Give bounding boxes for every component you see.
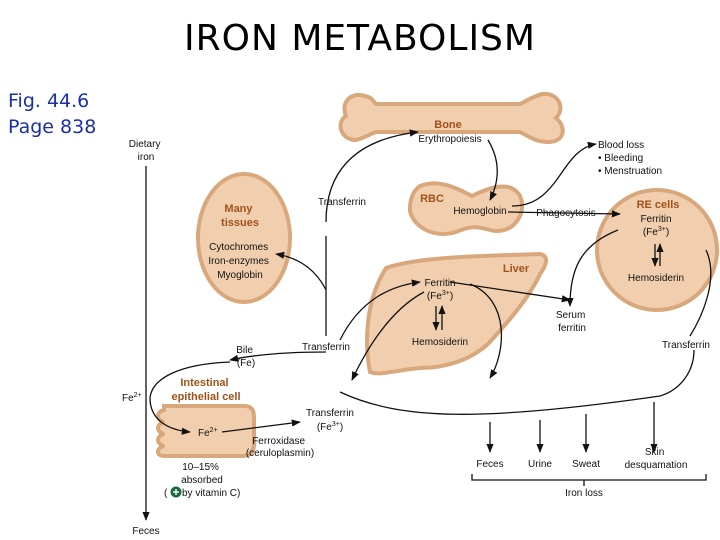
fe-to-transferrin-arrow [221, 419, 301, 433]
re-cells-title: RE cells [637, 199, 680, 211]
hemoglobin-to-re-cells-line [507, 210, 621, 218]
hemoglobin-label: Hemoglobin [453, 206, 506, 217]
many-tissues-items: Cytochromes Iron-enzymes Myoglobin [208, 242, 271, 281]
re-cells-equilibrium-icon [651, 243, 664, 267]
re-cells-to-transferrin-right-line [689, 249, 712, 337]
feces-left-label: Feces [132, 526, 159, 537]
ferroxidase-label: Ferroxidase (ceruloplasmin) [246, 436, 314, 459]
liver-title: Liver [503, 263, 530, 275]
bile-to-fe-curve [149, 361, 231, 435]
phagocytosis-label: Phagocytosis [536, 208, 595, 219]
transferrin-bottom-fe3-label: (Fe3+) [317, 421, 343, 433]
erythropoiesis-label: Erythropoiesis [418, 134, 481, 145]
intestinal-title: Intestinal epithelial cell [171, 377, 240, 403]
liver-fe3-label: (Fe3+) [427, 290, 453, 302]
transferrin-to-bone-arrow [325, 129, 419, 223]
rbc-to-blood-loss-arrow [511, 141, 597, 207]
liver-ferritin-label: Ferritin [424, 278, 455, 289]
re-cells-to-serum-ferritin-arrow [566, 229, 619, 307]
intestinal-fe2-label: Fe2+ [198, 427, 218, 439]
intestinal-cell-shape [156, 404, 256, 458]
liver-loop-arrow [469, 283, 503, 379]
loss-urine-label: Urine [528, 459, 552, 470]
iron-loss-label: Iron loss [565, 488, 603, 499]
figure-page: Page 838 [8, 116, 97, 138]
page-title: IRON METABOLISM [184, 18, 536, 59]
transferrin-top-label: Transferrin [318, 197, 366, 208]
figure-reference: Fig. 44.6 Page 838 [8, 88, 96, 140]
dietary-iron-label: Dietary iron [129, 139, 163, 163]
liver-to-serum-ferritin-line [449, 281, 571, 303]
rbc-title: RBC [420, 193, 444, 205]
bone-title: Bone [434, 119, 462, 131]
bone-to-rbc-arrow [487, 139, 498, 201]
iron-loss-bracket [471, 474, 707, 481]
blood-loss-label: Blood loss • Bleeding • Menstruation [598, 140, 662, 177]
transferrin-to-tissues-arrow [275, 251, 327, 291]
liver-to-transferrin-arrow [351, 291, 425, 381]
re-fe3-label: (Fe3+) [643, 226, 669, 238]
vitamin-c-open-paren: ( [164, 488, 168, 499]
transferrin-bottom-label: Transferrin [306, 408, 354, 419]
absorbed-label: 10–15% absorbed [181, 462, 223, 486]
bile-arrow [229, 351, 327, 362]
vitamin-c-label: by vitamin C) [182, 488, 240, 499]
liver-hemosiderin-label: Hemosiderin [412, 337, 468, 348]
liver-equilibrium-icon [432, 305, 446, 331]
bile-label: Bile (Fe) [236, 345, 255, 369]
bone-shape [338, 91, 565, 145]
re-ferritin-label: Ferritin [640, 214, 671, 225]
transferrin-mid-label: Transferrin [302, 342, 350, 353]
vitamin-c-plus-icon [170, 486, 182, 498]
figure-number: Fig. 44.6 [8, 90, 90, 112]
fe2-left-label: Fe2+ [122, 392, 142, 404]
transferrin-to-liver-arrow [339, 279, 421, 341]
loss-skin-label: Skin desquamation [625, 447, 688, 471]
serum-ferritin-label: Serum ferritin [556, 310, 588, 334]
transferrin-right-label: Transferrin [662, 340, 710, 351]
re-hemosiderin-label: Hemosiderin [628, 273, 684, 284]
many-tissues-shape [196, 172, 292, 304]
loss-sweat-label: Sweat [572, 459, 600, 470]
loss-feces-label: Feces [476, 459, 503, 470]
many-tissues-title: Many tissues [221, 203, 259, 229]
big-lower-curve [339, 349, 695, 415]
